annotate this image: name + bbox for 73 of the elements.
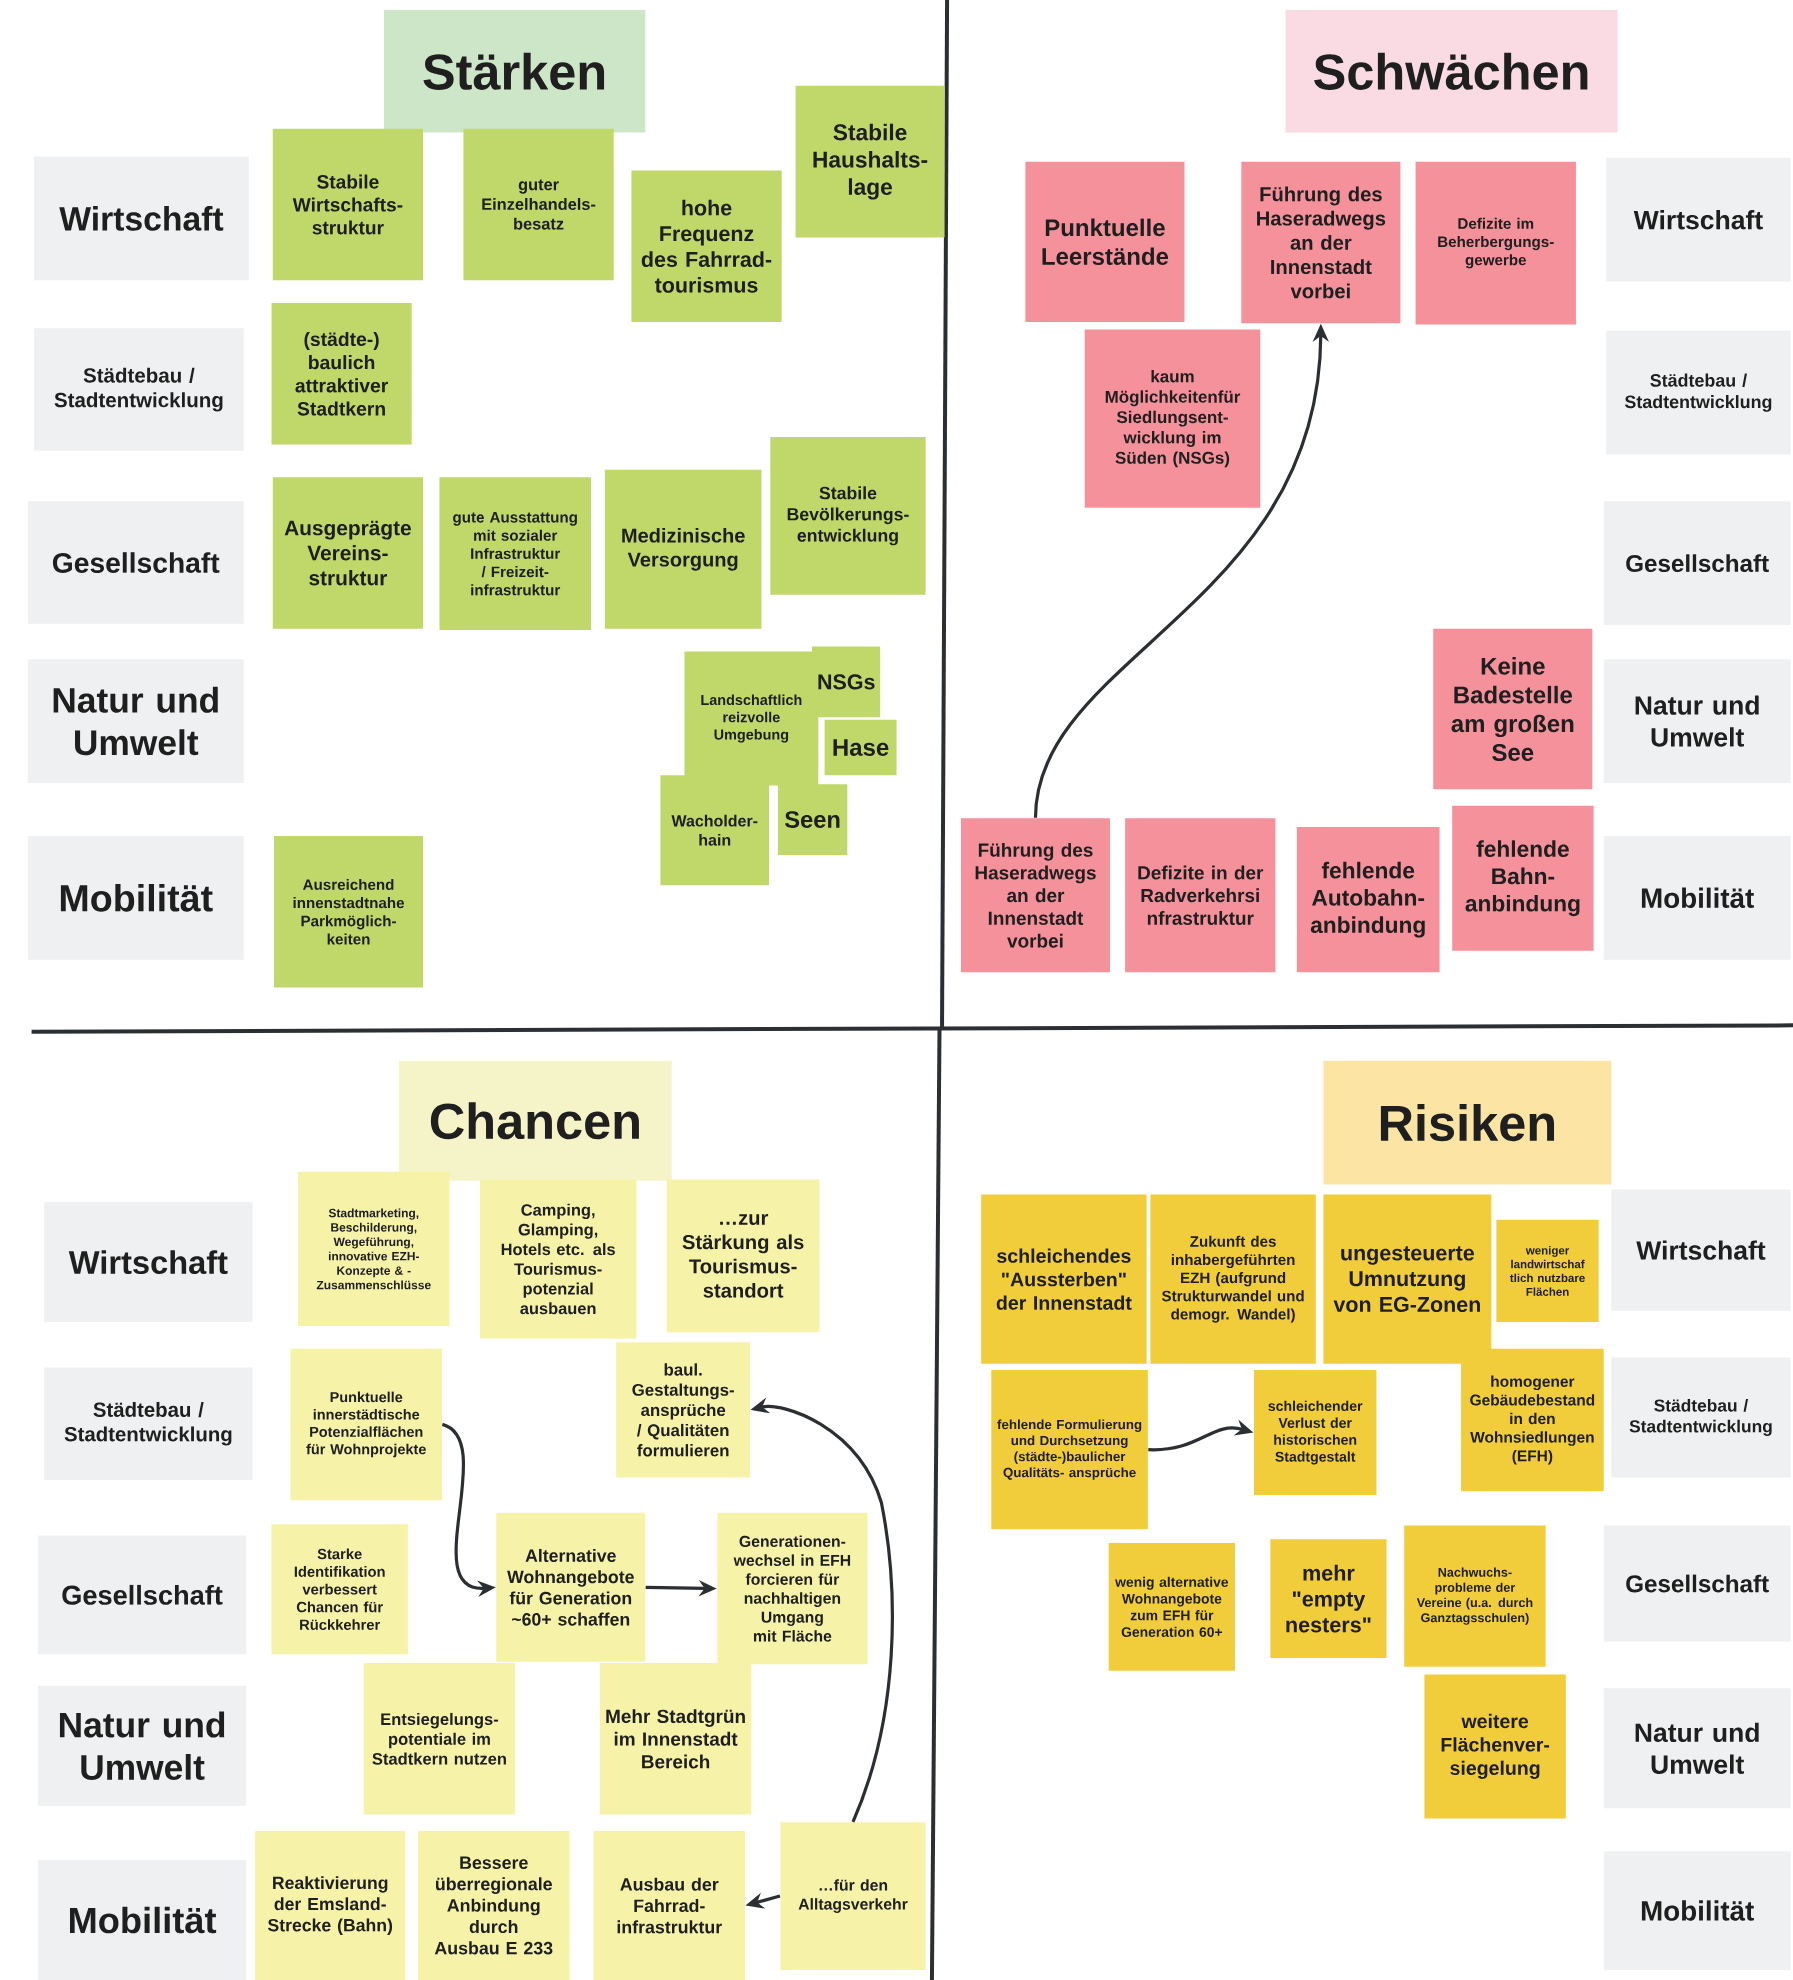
sticky-note: ungesteuerte Umnutzung von EG-Zonen: [1323, 1194, 1492, 1364]
heading-box: Schwächen: [1285, 10, 1618, 133]
category-box: Mobilität: [37, 1860, 247, 1980]
sticky-note: schleichendes "Aussterben" der Innenstadt: [981, 1194, 1147, 1364]
sticky-note: Stabile Wirtschafts- struktur: [272, 128, 423, 281]
sticky-note: Generationen- wechsel in EFH forcieren für nachhaltigen Umgang mit Fläche: [717, 1512, 868, 1665]
category-box: Natur und Umwelt: [37, 1685, 247, 1806]
sticky-note: Ausreichend innenstadtnahe Parkmöglich- keiten: [274, 835, 423, 988]
category-box: Städtebau / Stadtentwicklung: [34, 328, 244, 451]
sticky-note: weniger landwirtschaf tlich nutzbare Flächen: [1496, 1219, 1599, 1323]
sticky-note: Hase: [824, 719, 897, 776]
sticky-note: Nachwuchs- probleme der Vereine (u.a. durch Ganztagsschulen): [1404, 1525, 1546, 1667]
sticky-note: weitere Flächenver- siegelung: [1424, 1674, 1566, 1819]
sticky-note: Landschaftlich reizvolle Umgebung: [684, 651, 819, 786]
category-box: Gesellschaft: [27, 501, 244, 624]
category-box: Natur und Umwelt: [1603, 659, 1791, 783]
sticky-note: NSGs: [811, 646, 881, 718]
category-box: Wirtschaft: [1606, 157, 1791, 282]
sticky-note: Bessere überregionale Anbindung durch Ausbau E 233: [417, 1831, 570, 1980]
sticky-note: Punktuelle innerstädtische Potenzialflächen für Wohnprojekte: [290, 1348, 442, 1501]
category-box: Gesellschaft: [1603, 1525, 1791, 1642]
sticky-note: hohe Frequenz des Fahrrad- tourismus: [631, 170, 782, 322]
sticky-note: Stadtmarketing, Beschilderung, Wegeführung, innovative EZH- Konzepte & - Zusammenschlüsse: [297, 1171, 450, 1326]
sticky-note: …für den Alltagsverkehr: [780, 1822, 926, 1970]
sticky-note: kaum Möglichkeitenfür Siedlungsent- wicklung im Süden (NSGs): [1084, 329, 1261, 508]
sticky-note: Wacholder- hain: [660, 775, 769, 886]
sticky-note: fehlende Formulierung und Durchsetzung (städte-)baulicher Qualitäts- ansprüche: [991, 1370, 1148, 1530]
heading-box: Risiken: [1323, 1060, 1612, 1185]
sticky-note: Ausbau der Fahrrad- infrastruktur: [593, 1831, 745, 1980]
sticky-note: Entsiegelungs- potentiale im Stadtkern nutzen: [363, 1663, 516, 1815]
category-box: Städtebau / Stadtentwicklung: [1606, 330, 1791, 455]
category-box: Wirtschaft: [44, 1202, 253, 1323]
category-box: Natur und Umwelt: [27, 659, 244, 783]
category-box: Mobilität: [27, 835, 244, 960]
category-box: Gesellschaft: [1603, 501, 1791, 626]
category-box: Wirtschaft: [1611, 1189, 1791, 1311]
sticky-note: Führung des Haseradwegs an der Innenstadt vorbei: [960, 818, 1110, 973]
heading-box: Chancen: [399, 1060, 672, 1181]
sticky-note: fehlende Bahn- anbindung: [1452, 805, 1594, 951]
sticky-note: Stabile Haushalts- lage: [795, 85, 945, 238]
sticky-note: mehr "empty nesters": [1270, 1539, 1387, 1658]
sticky-note: gute Ausstattung mit sozialer Infrastruktur / Freizeit- infrastruktur: [439, 477, 591, 631]
sticky-note: …zur Stärkung als Tourismus- standort: [666, 1179, 820, 1333]
category-box: Städtebau / Stadtentwicklung: [1611, 1357, 1791, 1478]
sticky-note: Alternative Wohnangebote für Generation ~60+ schaffen: [496, 1512, 646, 1662]
category-box: Städtebau / Stadtentwicklung: [44, 1367, 253, 1480]
category-box: Natur und Umwelt: [1603, 1688, 1791, 1809]
sticky-note: Camping, Glamping, Hotels etc. als Tourismus- potenzial ausbauen: [479, 1179, 637, 1339]
sticky-note: fehlende Autobahn- anbindung: [1296, 827, 1440, 973]
sticky-note: Defizite in der Radverkehrsi nfrastruktur: [1125, 818, 1276, 973]
sticky-note: schleichender Verlust der historischen Stadtgestalt: [1253, 1370, 1377, 1496]
sticky-note: (städte-) baulich attraktiver Stadtkern: [271, 303, 412, 445]
sticky-note: homogener Gebäudebestand in den Wohnsiedlungen (EFH): [1461, 1348, 1604, 1492]
sticky-note: Starke Identifikation verbessert Chancen für Rückkehrer: [271, 1524, 408, 1655]
sticky-note: Stabile Bevölkerungs- entwicklung: [770, 436, 926, 595]
sticky-note: guter Einzelhandels- besatz: [463, 128, 614, 281]
sticky-note: Mehr Stadtgrün im Innenstadt Bereich: [599, 1663, 752, 1815]
sticky-note: Seen: [777, 784, 848, 855]
category-box: Wirtschaft: [34, 156, 249, 281]
sticky-note: wenig alternative Wohnangebote zum EFH für Generation 60+: [1108, 1543, 1235, 1671]
sticky-note: Defizite im Beherbergungs- gewerbe: [1415, 161, 1576, 325]
sticky-note: Führung des Haseradwegs an der Innenstadt vorbei: [1241, 161, 1401, 324]
category-box: Mobilität: [1603, 835, 1791, 960]
sticky-note: Zukunft des inhabergeführten EZH (aufgrund Strukturwandel und demogr. Wandel): [1150, 1194, 1316, 1364]
heading-box: Stärken: [383, 10, 646, 133]
category-box: Gesellschaft: [37, 1535, 247, 1655]
category-box: Mobilität: [1603, 1851, 1791, 1970]
sticky-note: Keine Badestelle am großen See: [1433, 628, 1593, 790]
sticky-note: Reaktivierung der Emsland- Strecke (Bahn): [255, 1831, 406, 1980]
sticky-note: Medizinische Versorgung: [604, 469, 762, 629]
sticky-note: baul. Gestaltungs- ansprüche / Qualitäten formulieren: [616, 1342, 751, 1478]
sticky-note: Punktuelle Leerstände: [1025, 161, 1185, 322]
sticky-note: Ausgeprägte Vereins- struktur: [272, 477, 423, 629]
